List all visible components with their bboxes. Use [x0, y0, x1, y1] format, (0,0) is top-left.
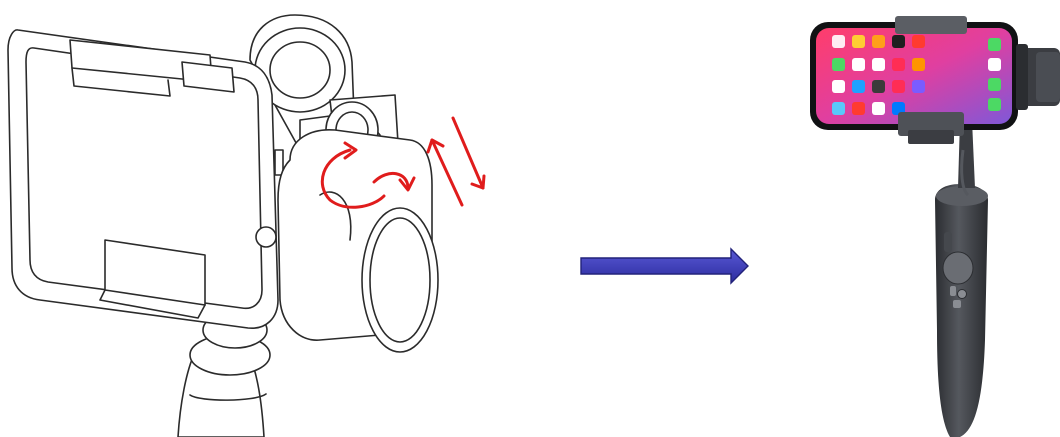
tilt-arrow-icon [426, 116, 486, 207]
gimbal-line-drawing [7, 14, 439, 437]
right-arrow-icon [580, 247, 749, 285]
phone-clamp-drawing [7, 29, 284, 329]
motion-arrows [320, 116, 486, 209]
phone-clamp-photo [895, 16, 967, 144]
gimbal-handle-drawing [177, 311, 271, 437]
gimbal-motor-photo [1016, 44, 1060, 110]
app-icons [832, 35, 1001, 115]
rotation-arrow-icon [320, 141, 416, 209]
gimbal-motor-drawing [277, 101, 439, 353]
gimbal-handle-photo [935, 184, 988, 437]
gimbal-photo [810, 16, 1060, 437]
smartphone-photo [810, 22, 1018, 130]
